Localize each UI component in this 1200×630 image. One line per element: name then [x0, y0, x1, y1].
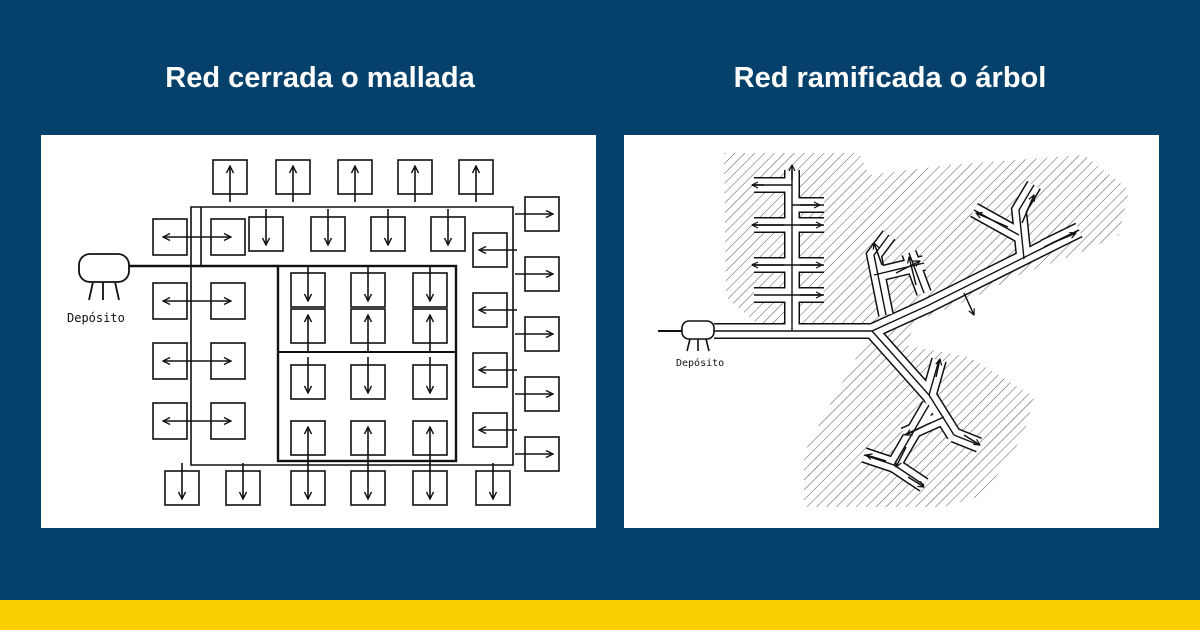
closed-network-diagram: Depósito — [67, 159, 560, 506]
flow-arrow — [866, 455, 887, 462]
flow-arrow — [895, 446, 907, 467]
main-loop-pipe — [190, 206, 514, 466]
inner-mesh-pipe — [276, 264, 458, 463]
flow-arrow — [906, 422, 931, 436]
tank-icon — [78, 253, 130, 301]
flow-arrow — [1051, 233, 1076, 244]
flow-arrow — [963, 434, 980, 445]
tank-label: Depósito — [676, 357, 724, 369]
flow-arrow — [976, 213, 1009, 228]
right-diagram-title: Red ramificada o árbol — [733, 62, 1047, 94]
pipe-centerline — [714, 229, 1080, 332]
flow-arrow — [895, 260, 920, 274]
pipe-centerline — [928, 359, 940, 396]
closed-network-panel: Depósito — [41, 135, 596, 528]
flow-arrow — [963, 292, 974, 315]
pipe-centerline — [873, 234, 890, 316]
tank-icon — [658, 320, 715, 352]
flow-arrow — [907, 476, 924, 487]
accent-band — [0, 600, 1200, 630]
flow-arrow — [909, 257, 917, 286]
flow-arrow — [1021, 195, 1034, 224]
branched-network-panel: Depósito — [624, 135, 1159, 528]
tank-label: Depósito — [67, 311, 125, 325]
pipe-centerline — [1018, 184, 1035, 260]
left-diagram-title: Red cerrada o mallada — [165, 62, 475, 94]
branched-network-diagram: Depósito — [658, 153, 1129, 507]
flow-arrow — [874, 243, 883, 266]
flow-arrow — [935, 359, 940, 378]
